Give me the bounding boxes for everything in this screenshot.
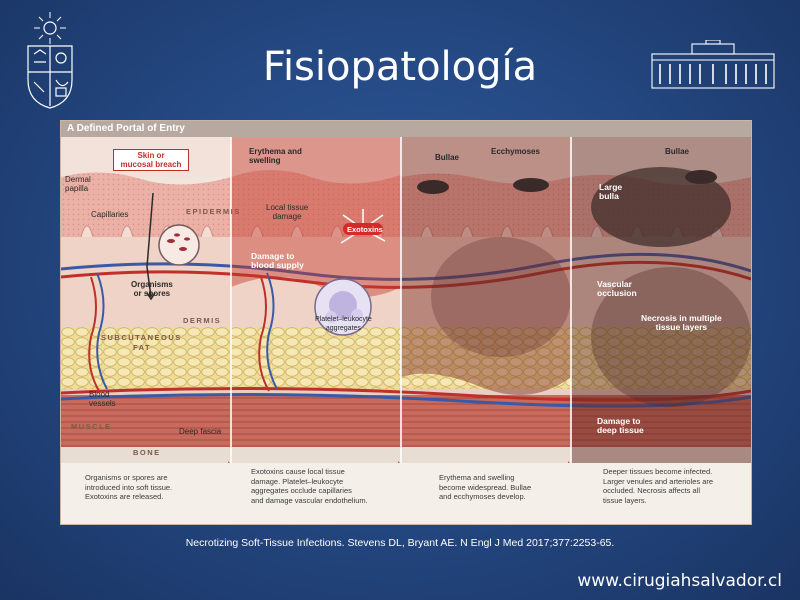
bone-label: BONE bbox=[133, 448, 161, 457]
caption-stage-4: Deeper tissues become infected.Larger ve… bbox=[603, 467, 714, 505]
fat-label: FAT bbox=[133, 343, 152, 352]
reference-citation: Necrotizing Soft-Tissue Infections. Stev… bbox=[185, 537, 615, 549]
figure-header: A Defined Portal of Entry bbox=[61, 121, 751, 137]
bullae-label-panel3: Bullae bbox=[435, 153, 460, 162]
tissue-layers-illustration bbox=[61, 137, 751, 463]
slide-title: Fisiopatología bbox=[262, 44, 538, 90]
exotoxins-label: Exotoxins bbox=[347, 225, 383, 234]
epidermis-label: EPIDERMIS bbox=[186, 207, 241, 216]
subcutaneous-label: SUBCUTANEOUS bbox=[101, 333, 182, 342]
necrotizing-infection-figure: A Defined Portal of Entry bbox=[60, 120, 752, 525]
muscle-label: MUSCLE bbox=[71, 422, 112, 431]
bullae-label-panel4: Bullae bbox=[665, 147, 690, 156]
capillaries-label: Capillaries bbox=[91, 210, 129, 219]
university-crest-icon bbox=[27, 12, 73, 109]
deep-fascia-label: Deep fascia bbox=[179, 427, 222, 436]
website-url: www.cirugiahsalvador.cl bbox=[577, 571, 782, 591]
dermis-label: DERMIS bbox=[183, 316, 222, 325]
ecchymoses-label: Ecchymoses bbox=[491, 147, 540, 156]
hospital-building-icon bbox=[651, 40, 775, 89]
